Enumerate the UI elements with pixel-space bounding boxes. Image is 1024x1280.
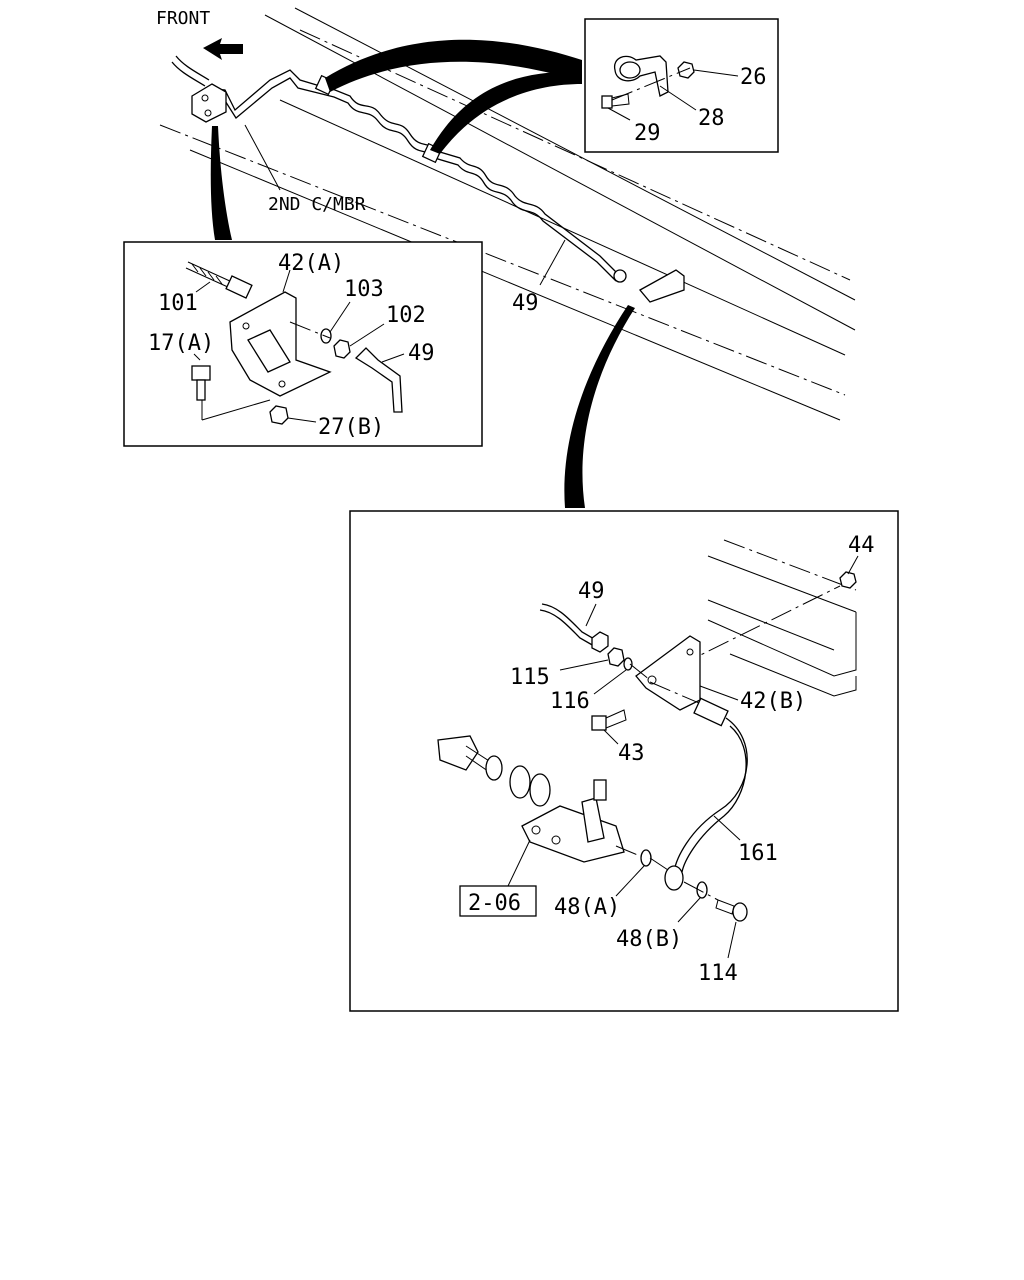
callout-161: 161 <box>738 841 778 866</box>
callout-102: 102 <box>386 303 426 328</box>
callout-114: 114 <box>698 961 738 986</box>
callout-42a: 42(A) <box>278 251 344 276</box>
callout-42b: 42(B) <box>740 689 806 714</box>
callout-49-low: 49 <box>578 579 605 604</box>
leader-to-master-cylinder-detail <box>564 305 635 508</box>
detail-box-clip: 26 29 28 <box>584 18 779 153</box>
callout-49-main: 49 <box>512 291 539 316</box>
callout-49-top: 49 <box>408 341 435 366</box>
callout-28: 28 <box>698 106 725 131</box>
leader-to-clip-detail-2 <box>430 71 582 154</box>
detail-box-master-cylinder: 44 42(B) 49 115 116 43 161 <box>349 510 899 1012</box>
callout-49-main-leader <box>539 239 566 286</box>
callout-103: 103 <box>344 277 384 302</box>
callout-44: 44 <box>848 533 875 558</box>
crossmember-leader <box>244 124 281 191</box>
callout-17a: 17(A) <box>148 331 214 356</box>
callout-101: 101 <box>158 291 198 316</box>
leader-to-bracket-detail <box>210 126 232 240</box>
front-arrow: FRONT <box>156 8 243 60</box>
detail-box-bracket-a: 101 42(A) 103 102 49 17(A) 27(B) <box>123 241 483 447</box>
callout-115: 115 <box>510 665 550 690</box>
leader-to-clip-detail <box>325 39 582 92</box>
crossmember-label: 2ND C/MBR <box>268 194 366 215</box>
callout-43: 43 <box>618 741 645 766</box>
group-ref-2-06: 2-06 <box>468 891 521 916</box>
callout-116: 116 <box>550 689 590 714</box>
callout-29: 29 <box>634 121 661 146</box>
callout-48b: 48(B) <box>616 927 682 952</box>
callout-48a: 48(A) <box>554 895 620 920</box>
callout-26: 26 <box>740 65 767 90</box>
front-label: FRONT <box>156 8 210 29</box>
callout-27b: 27(B) <box>318 415 384 440</box>
